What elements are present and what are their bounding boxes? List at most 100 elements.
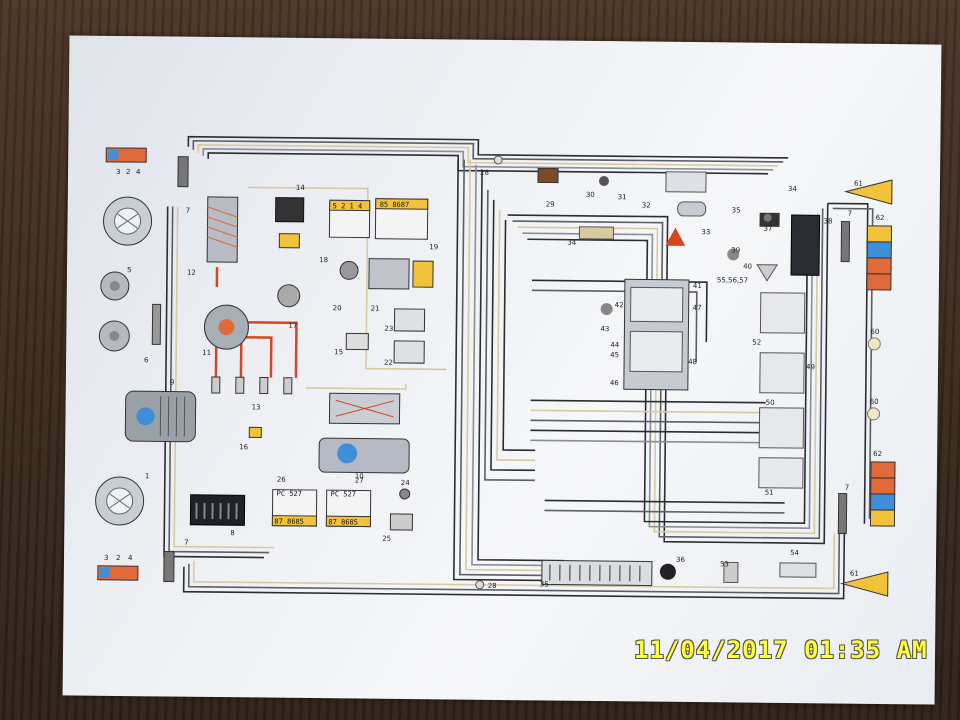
label-34-right: 34 (788, 185, 798, 193)
label-50: 50 (766, 399, 775, 407)
connector-7-right-bottom (837, 493, 848, 535)
label-52: 52 (752, 339, 761, 347)
spark-plugs-icon (211, 376, 293, 395)
component-21-icon (368, 258, 410, 290)
relay-26-code: PC 527 (277, 490, 302, 498)
label-3-top: 3 (116, 168, 121, 176)
label-11: 11 (202, 349, 211, 357)
label-17: 17 (288, 322, 297, 330)
relay-18-label: 5 2 1 4 (333, 202, 363, 210)
connector-7-top (177, 156, 189, 188)
side-lamp-61-bottom-icon (839, 571, 889, 597)
rear-lamp-62-bottom (869, 461, 896, 527)
relay-17-icon (277, 284, 301, 308)
label-4-top: 4 (136, 168, 141, 176)
label-5: 5 (127, 266, 132, 274)
label-16: 16 (239, 443, 249, 451)
label-61-bottom: 61 (850, 570, 859, 578)
label-30: 30 (586, 191, 595, 199)
component-labels: 3 2 4 7 5 6 9 1 7 3 2 4 8 12 11 13 14 17… (104, 168, 885, 590)
label-43: 43 (600, 325, 609, 333)
component-15-icon (345, 332, 369, 351)
label-13: 13 (252, 403, 261, 411)
control-unit-38-icon (790, 214, 821, 276)
switch-block-50-icon (758, 407, 805, 449)
label-20: 20 (333, 304, 342, 312)
component-37-icon (763, 213, 772, 222)
label-36: 36 (676, 556, 686, 564)
component-53-icon (723, 561, 739, 583)
component-24-icon (399, 488, 411, 500)
starter-motor-icon (318, 437, 410, 474)
label-21: 21 (371, 305, 380, 313)
label-24: 24 (401, 479, 411, 487)
component-32-icon (665, 171, 707, 193)
relay-27-label: 87 8685 (328, 518, 358, 526)
label-19: 19 (429, 243, 438, 251)
component-39-icon (756, 264, 779, 282)
label-6: 6 (144, 356, 149, 364)
label-45: 45 (610, 351, 619, 359)
label-62-bottom: 62 (873, 450, 882, 458)
label-23: 23 (384, 325, 393, 333)
label-51: 51 (765, 489, 774, 497)
label-37: 37 (763, 225, 772, 233)
label-35-bottom: 35 (540, 580, 549, 588)
component-23-icon (393, 308, 426, 332)
label-44: 44 (610, 341, 620, 349)
label-60-bottom: 60 (870, 398, 879, 406)
relay-19-label: 85 8687 (380, 201, 410, 209)
label-47: 47 (693, 304, 702, 312)
label-10: 10 (355, 472, 364, 480)
dashboard-components (475, 155, 896, 597)
label-15: 15 (334, 348, 343, 356)
component-43-icon (600, 303, 613, 316)
wiring-diagram-sheet: 5 2 1 4 85 8687 87 8685 PC 527 87 8685 P… (62, 35, 942, 705)
label-18: 18 (319, 256, 328, 264)
lamp-60-top-icon (867, 337, 881, 351)
switch-block-52-icon (759, 292, 806, 334)
label-33: 33 (701, 228, 710, 236)
label-39: 39 (731, 246, 740, 254)
lamp-60-bottom-icon (867, 407, 881, 421)
relay-27-code: PC 527 (331, 490, 356, 498)
label-14: 14 (296, 184, 306, 192)
label-55-56-57: 55,56,57 (717, 276, 748, 284)
label-48: 48 (688, 358, 697, 366)
label-1: 1 (145, 472, 150, 480)
label-22: 22 (384, 359, 393, 367)
label-8: 8 (230, 529, 235, 537)
ignition-coil-icon (206, 196, 239, 263)
label-32: 32 (642, 201, 651, 209)
engine-components: 5 2 1 4 85 8687 87 8685 PC 527 87 8685 P… (189, 196, 434, 531)
label-61-top: 61 (854, 180, 863, 188)
label-7-bottom: 7 (184, 539, 189, 547)
connector-7-bottom (163, 550, 175, 583)
wiring-diagram: 5 2 1 4 85 8687 87 8685 PC 527 87 8685 P… (95, 135, 896, 600)
label-27: 27 (355, 476, 364, 484)
label-26: 26 (277, 476, 287, 484)
side-lamp-61-top-icon (843, 179, 893, 205)
label-9: 9 (170, 379, 175, 387)
component-22-icon (393, 340, 425, 364)
label-28-bottom: 28 (488, 582, 497, 590)
fuse-box-35-icon (541, 559, 653, 587)
component-31-icon (598, 176, 609, 187)
rear-lamp-62-top (866, 225, 893, 291)
label-42: 42 (615, 301, 624, 309)
component-28-top-icon (493, 155, 503, 165)
label-7-right-bottom: 7 (845, 484, 850, 492)
component-33-icon (677, 201, 707, 217)
label-54: 54 (790, 549, 800, 557)
label-7-top: 7 (186, 207, 191, 215)
component-28-bottom-icon (475, 580, 485, 590)
label-3-bottom: 3 (104, 554, 109, 562)
label-2-bottom: 2 (116, 554, 121, 562)
left-components (95, 147, 197, 583)
component-40-icon (727, 248, 740, 261)
label-38: 38 (824, 217, 833, 225)
label-60-top: 60 (870, 328, 879, 336)
connector-34-top (578, 226, 615, 240)
component-36-bottom-icon (659, 563, 676, 580)
switch-block-51-icon (758, 457, 804, 489)
